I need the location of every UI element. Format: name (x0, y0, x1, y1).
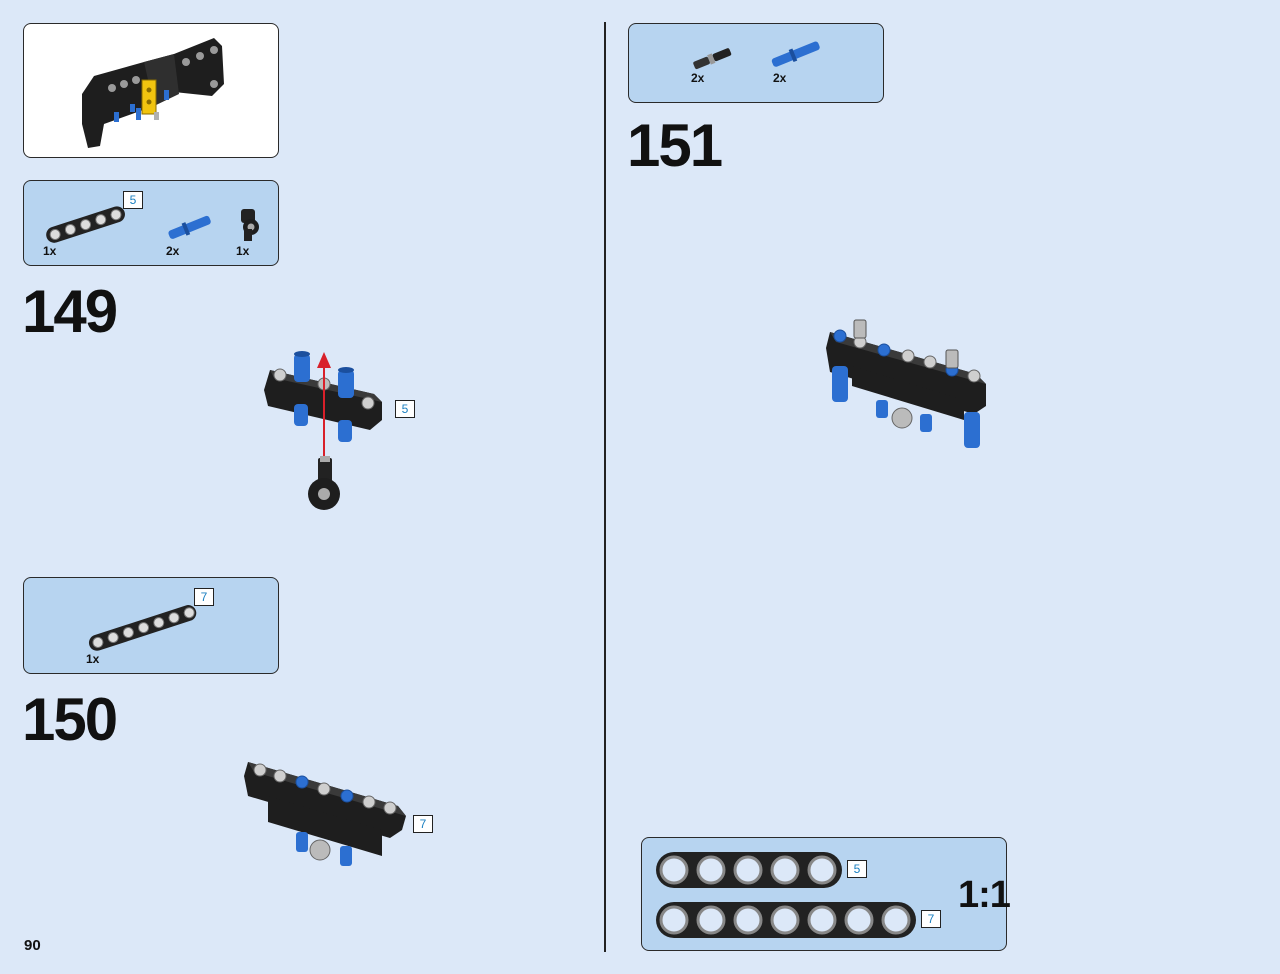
part-quantity: 2x (773, 71, 787, 85)
blue-pin-part-icon (771, 41, 820, 67)
scale-length-label: 7 (921, 910, 941, 928)
page-number: 90 (24, 937, 41, 954)
step-151-assembly-image (826, 319, 986, 448)
scale-reference-panel: 5 7 1:1 (641, 837, 1011, 951)
step-number: 151 (627, 112, 723, 179)
step-151-parts-panel: 2x 2x (628, 23, 884, 103)
part-length-label: 5 (123, 191, 143, 209)
pin-connector-part-icon (241, 209, 259, 241)
black-axle-pin-part-icon (693, 48, 732, 70)
part-quantity: 2x (691, 71, 705, 85)
beam-7-part-icon (88, 605, 197, 651)
step-149-parts-panel: 5 1x 2x 1x (23, 180, 279, 266)
step-number: 150 (22, 686, 118, 753)
scale-beam-5 (656, 852, 842, 888)
callout-length-label: 5 (395, 400, 415, 418)
page-divider (604, 22, 606, 952)
blue-pin-part-icon (168, 215, 211, 239)
step-150-assembly-image (244, 762, 406, 866)
step-149-assembly-image (264, 351, 382, 510)
part-length-label: 7 (194, 588, 214, 606)
subassembly-preview-panel (23, 23, 279, 158)
scale-length-label: 5 (847, 860, 867, 878)
part-quantity: 1x (86, 652, 100, 666)
step-number: 149 (22, 278, 118, 345)
part-quantity: 2x (166, 244, 180, 258)
step-150-parts-panel: 7 1x (23, 577, 279, 674)
subassembly-preview-image (82, 38, 224, 148)
beam-5-part-icon (46, 206, 125, 243)
part-quantity: 1x (236, 244, 250, 258)
scale-beam-7 (656, 902, 916, 938)
callout-length-label: 7 (413, 815, 433, 833)
part-quantity: 1x (43, 244, 57, 258)
scale-label: 1:1 (958, 874, 1011, 916)
